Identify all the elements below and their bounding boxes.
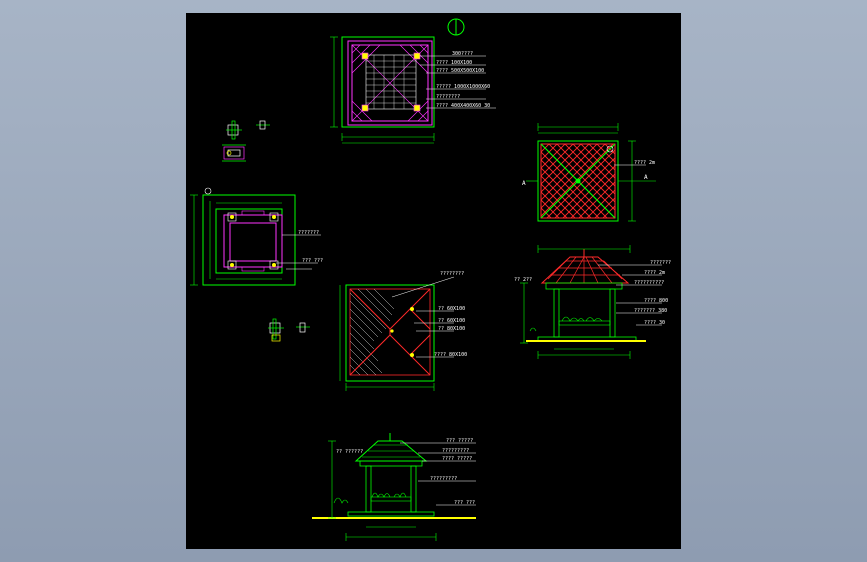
front-callout: ??? ????? xyxy=(446,438,473,444)
framing-callout: ???????? xyxy=(440,271,464,277)
side-callout: ???? 2m xyxy=(644,270,665,276)
drawing-sheet: 300???? ???? 100X100 ???? 500X500X100 ??… xyxy=(186,13,681,549)
front-callout: ????????? xyxy=(430,476,457,482)
column-plan: ??????? ??? ??? xyxy=(190,187,323,286)
front-callout: ??? ??? xyxy=(454,500,475,506)
side-callout: ???? 800 xyxy=(644,298,668,304)
framing-plan: ???????? ?? 60X100 ?? 60X100 ?? 80X100 ?… xyxy=(339,271,467,391)
foundation-callout: 300???? xyxy=(452,51,473,57)
foundation-callout: ????? 1000X1000X60 xyxy=(436,84,490,90)
framing-callout: ?? 60X100 xyxy=(438,318,465,324)
foundation-callout: ???? 500X500X100 xyxy=(436,68,484,74)
side-elevation: ??????? ???? 2m ?????????? ???? 800 ????… xyxy=(514,245,671,359)
foundation-callout: ???? 100X100 xyxy=(436,60,472,66)
front-elevation: ??? ????? ????????? ???? ????? ?????????… xyxy=(312,433,476,541)
section-marker-left: A xyxy=(522,180,526,187)
roof-plan: ???? 2m A A xyxy=(522,123,656,222)
side-callout: ??????? 380 xyxy=(634,308,667,314)
front-level-label: ?? ?????? xyxy=(336,449,363,455)
framing-callout: ?? 60X100 xyxy=(438,306,465,312)
column-callout: ??? ??? xyxy=(302,258,323,264)
foundation-plan: 300???? ???? 100X100 ???? 500X500X100 ??… xyxy=(330,18,496,144)
section-marker-right: A xyxy=(644,174,648,181)
side-callout: ??????? xyxy=(650,260,671,266)
detail-top-left xyxy=(222,120,270,162)
column-callout: ??????? xyxy=(298,230,319,236)
foundation-callout: ???? 400X400X60 30 xyxy=(436,103,490,109)
front-callout: ???? ????? xyxy=(442,456,472,462)
side-level-label: ?? 2?? xyxy=(514,277,532,283)
cad-drawing: 300???? ???? 100X100 ???? 500X500X100 ??… xyxy=(190,18,671,541)
detail-mid-left xyxy=(268,318,310,342)
front-callout: ????????? xyxy=(442,448,469,454)
side-callout: ?????????? xyxy=(634,280,664,286)
framing-callout: ?? 80X100 xyxy=(438,326,465,332)
framing-callout: ???? 80X100 xyxy=(434,352,467,358)
roof-callout: ???? 2m xyxy=(634,160,655,166)
foundation-callout: ???????? xyxy=(436,94,460,100)
side-callout: ???? 30 xyxy=(644,320,665,326)
